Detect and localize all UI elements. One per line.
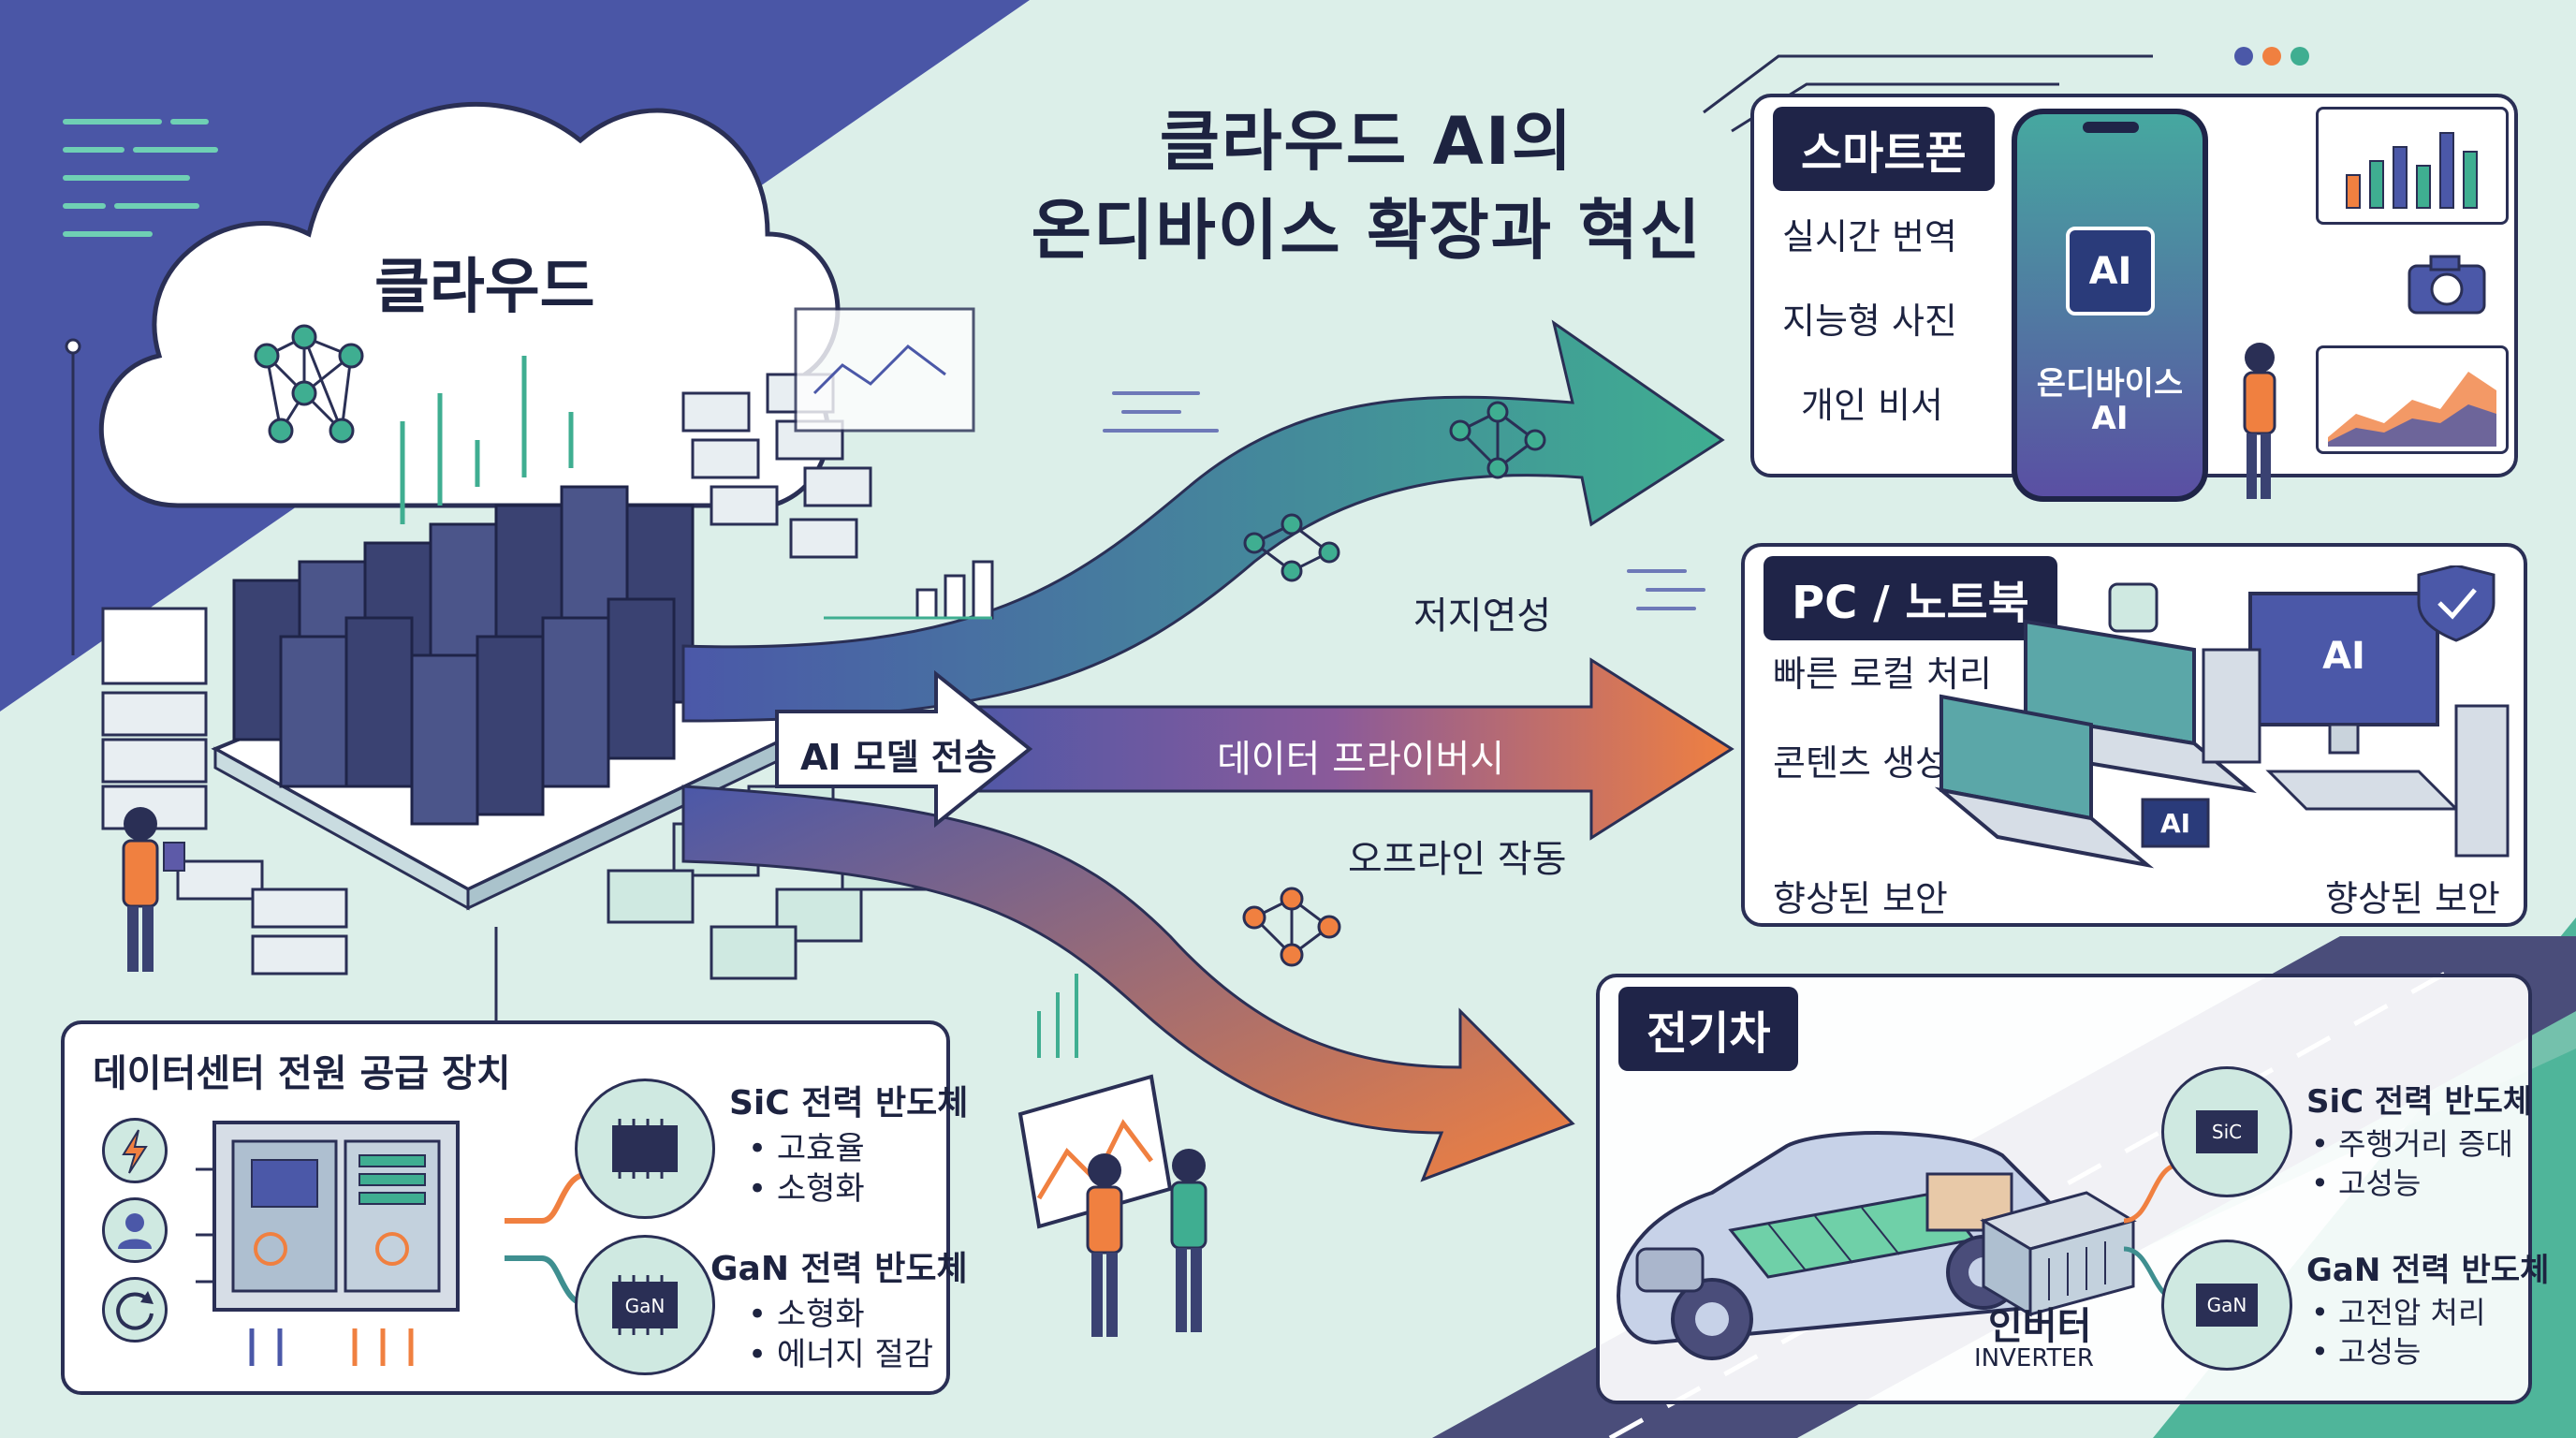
smartphone-notch	[2083, 122, 2139, 133]
user-gear-icon	[102, 1197, 168, 1263]
datacenter-power-panel: 데이터센터 전원 공급 장치 SiC 전력 반도체 고효율 소형화 GaN	[61, 1020, 968, 1395]
pc-feature-local-processing: 빠른 로컬 처리	[1773, 653, 1992, 695]
ev-sic-bullet-2: 고성능	[2311, 1160, 2421, 1203]
pc-chip-label: AI	[2160, 808, 2190, 839]
dc-gan-bullet-2: 에너지 절감	[748, 1328, 933, 1374]
ev-gan-chip-label: GaN	[2207, 1294, 2247, 1316]
neural-network-icon-bottom	[1242, 887, 1341, 967]
cloud-neural-network-icon	[254, 324, 364, 444]
power-supply-unit-illustration	[196, 1121, 460, 1366]
inverter-illustration	[1980, 1191, 2137, 1317]
ai-chip-icon: AI	[2066, 227, 2155, 315]
ev-gan-bullet-2: 고성능	[2311, 1328, 2421, 1372]
ev-gan-chip-icon: GaN	[2161, 1240, 2292, 1371]
small-bar-chart-icon	[824, 560, 994, 620]
person-with-tablet-phone	[2232, 341, 2288, 509]
smartphone-device: AI 온디바이스 AI	[2012, 109, 2208, 502]
code-lines-decoration	[63, 119, 218, 237]
smartphone-tag: 스마트폰	[1773, 107, 1995, 191]
pc-feature-security-right: 향상된 보안	[2325, 878, 2500, 919]
neural-network-icon-top	[1243, 401, 1546, 582]
gan-chip-label: GaN	[625, 1295, 666, 1317]
server-modules-illustration	[681, 307, 975, 559]
lightning-icon	[102, 1118, 168, 1183]
camera-icon	[2405, 252, 2489, 317]
analysts-illustration	[1017, 974, 1208, 1337]
cloud-label: 클라우드	[374, 253, 595, 322]
smartphone-device-label-2: AI	[2091, 400, 2129, 437]
pc-feature-content-generation: 콘텐츠 생성	[1773, 742, 1948, 784]
pc-panel: PC / 노트북 빠른 로컬 처리 콘텐츠 생성 향상된 보안 향상된 보안 A…	[1741, 543, 2527, 927]
pc-tag: PC / 노트북	[1764, 556, 2057, 640]
smartphone-panel: 스마트폰 실시간 번역 지능형 사진 개인 비서 AI 온디바이스 AI	[1750, 94, 2518, 502]
ev-sic-chip-icon: SiC	[2161, 1066, 2292, 1197]
flow-label-offline: 오프라인 작동	[1348, 838, 1567, 881]
refresh-icon	[102, 1277, 168, 1343]
title-line-2: 온디바이스 확장과 혁신	[1031, 192, 1703, 269]
ev-gan-bullet-1: 고전압 처리	[2311, 1289, 2485, 1332]
arrow-ai-model-transfer	[775, 669, 1033, 829]
dc-sic-bullet-1: 고효율	[748, 1123, 865, 1168]
ev-gan-title: GaN 전력 반도체	[2306, 1252, 2550, 1289]
pc-devices-illustration: AI AI	[1934, 565, 2510, 869]
server-stack-left	[101, 607, 348, 976]
dc-sic-title: SiC 전력 반도체	[729, 1084, 969, 1123]
datacenter-power-title: 데이터센터 전원 공급 장치	[93, 1052, 511, 1095]
ev-sic-bullet-1: 주행거리 증대	[2311, 1121, 2513, 1164]
ev-sic-title: SiC 전력 반도체	[2306, 1083, 2533, 1121]
bar-chart-icon	[2316, 107, 2509, 225]
smartphone-device-label-1: 온디바이스	[2036, 365, 2184, 403]
pc-monitor-label: AI	[2322, 635, 2365, 678]
ev-tag: 전기차	[1618, 987, 1799, 1071]
dc-sic-bullet-2: 소형화	[748, 1163, 865, 1209]
inverter-label-en: INVERTER	[1974, 1344, 2094, 1372]
flow-label-privacy: 데이터 프라이버시	[1217, 738, 1505, 781]
smartphone-feature-assistant: 개인 비서	[1801, 385, 1943, 426]
smartphone-feature-photo: 지능형 사진	[1782, 301, 1957, 342]
flow-label-low-latency: 저지연성	[1413, 594, 1552, 638]
dc-gan-bullet-1: 소형화	[748, 1288, 865, 1334]
smartphone-feature-translation: 실시간 번역	[1782, 216, 1957, 257]
pc-feature-security-left: 향상된 보안	[1773, 878, 1948, 919]
arrow-middle-privacy	[934, 657, 1734, 841]
dc-gan-title: GaN 전력 반도체	[710, 1250, 968, 1288]
area-chart-icon	[2316, 345, 2509, 454]
arrow-bottom-offline	[681, 785, 1575, 1182]
ev-panel: 전기차 인버터 INVERTER SiC SiC 전력 반도체 주행거리 증대 …	[1596, 974, 2549, 1404]
person-with-tablet-left	[122, 807, 185, 972]
inverter-label: 인버터	[1988, 1305, 2092, 1348]
ev-sic-chip-label: SiC	[2212, 1121, 2242, 1143]
title-line-1: 클라우드 AI의	[1159, 103, 1574, 180]
gan-chip-icon: GaN	[575, 1235, 715, 1375]
flow-label-transfer: AI 모델 전송	[800, 737, 997, 778]
sic-chip-icon	[575, 1078, 715, 1219]
